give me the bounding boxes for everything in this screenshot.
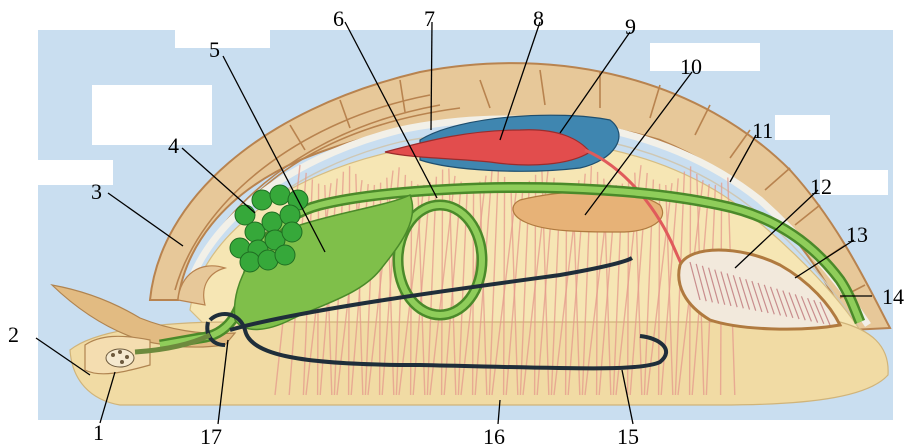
cluster-lobe — [270, 185, 290, 205]
cluster-lobe — [252, 190, 272, 210]
white-patch — [175, 28, 270, 48]
white-patch — [775, 115, 830, 140]
label-1: 1 — [93, 420, 104, 445]
label-13: 13 — [846, 222, 868, 247]
cluster-lobe — [240, 252, 260, 272]
label-17: 17 — [200, 424, 222, 446]
label-6: 6 — [333, 6, 344, 31]
cluster-lobe — [282, 222, 302, 242]
label-5: 5 — [209, 37, 220, 62]
label-11: 11 — [752, 118, 773, 143]
label-15: 15 — [617, 424, 639, 446]
label-7: 7 — [424, 6, 435, 31]
label-14: 14 — [882, 284, 904, 309]
white-patch — [92, 85, 212, 145]
cluster-lobe — [262, 212, 282, 232]
label-2: 2 — [8, 322, 19, 347]
label-10: 10 — [680, 54, 702, 79]
label-12: 12 — [810, 174, 832, 199]
label-16: 16 — [483, 424, 505, 446]
label-9: 9 — [625, 14, 636, 39]
label-8: 8 — [533, 6, 544, 31]
label-4: 4 — [168, 133, 179, 158]
label-3: 3 — [91, 179, 102, 204]
white-patch — [650, 43, 760, 71]
mouth-region — [106, 349, 134, 367]
cluster-lobe — [275, 245, 295, 265]
